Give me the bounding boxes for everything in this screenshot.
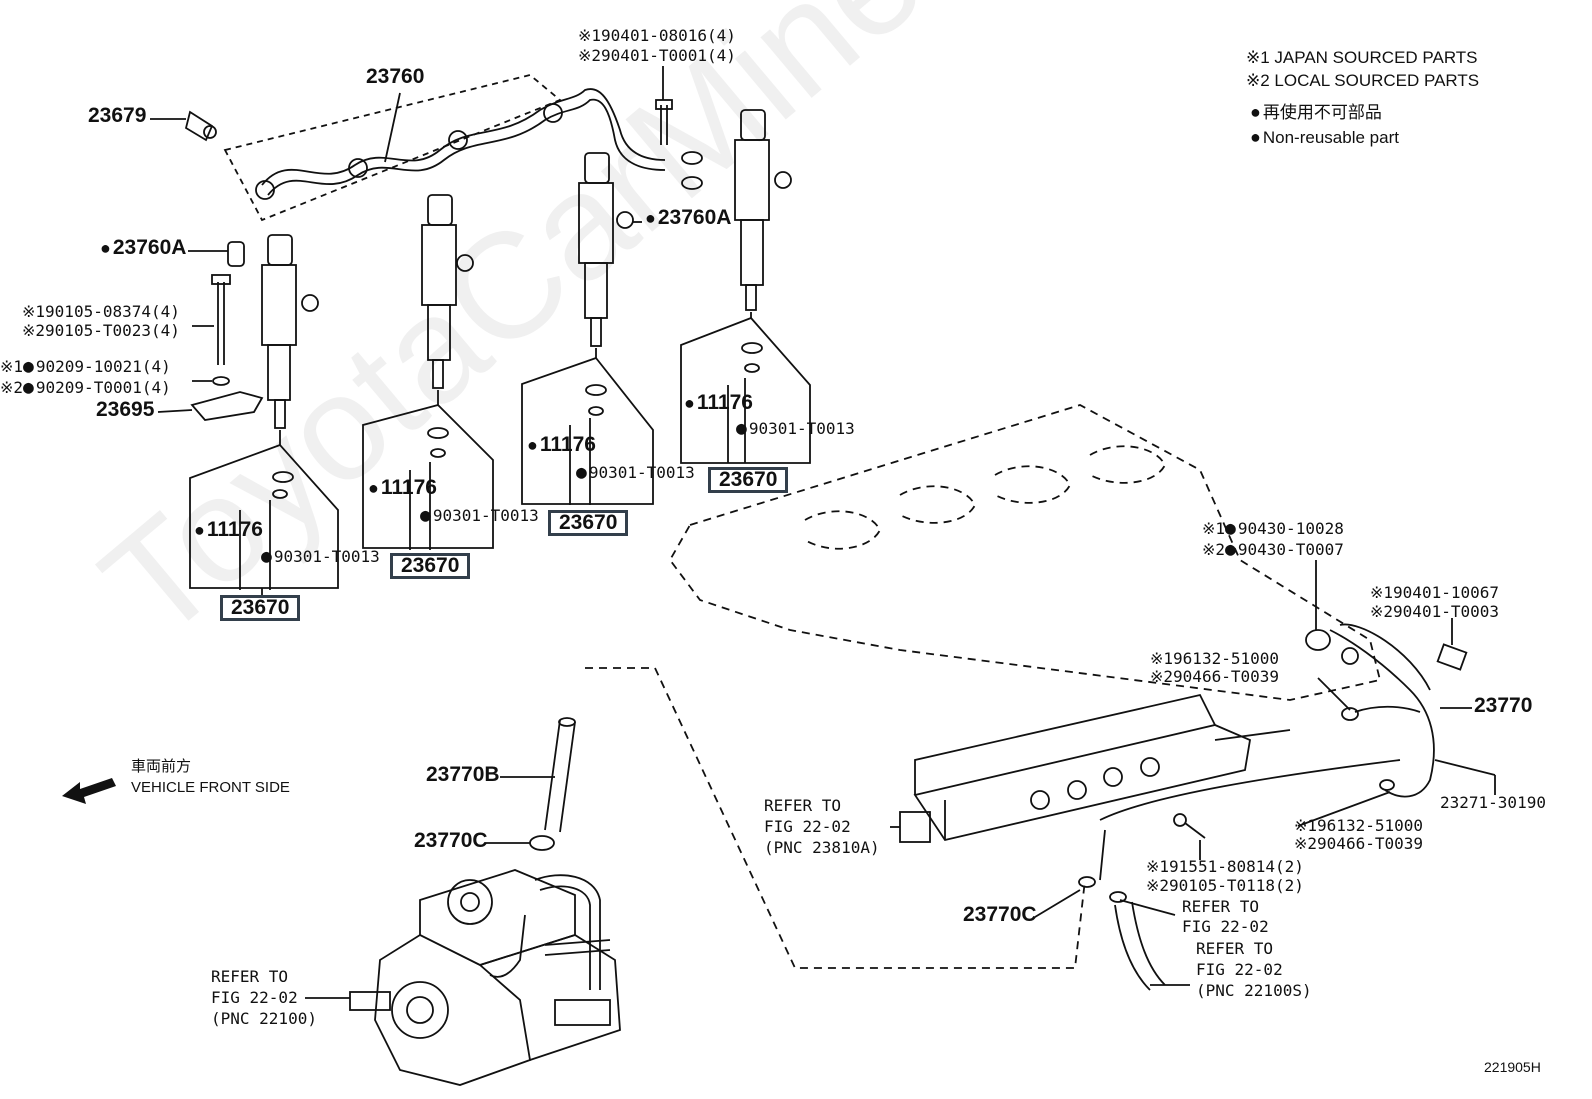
legend-non-reusable-en: Non-reusable part: [1250, 128, 1399, 147]
bolt-rail-local[interactable]: ※290105-T0118(2): [1146, 876, 1304, 895]
union-bolt-japan[interactable]: ※190401-10067: [1370, 583, 1499, 602]
part-23271-30190[interactable]: 23271-30190: [1440, 793, 1546, 812]
part-23695[interactable]: 23695: [96, 398, 155, 421]
part-90301-inj1[interactable]: 90301-T0013: [261, 548, 380, 566]
part-23670-inj2[interactable]: 23670: [390, 553, 471, 579]
refer-hose2-line2[interactable]: FIG 22-02: [1196, 960, 1283, 979]
washer-japan[interactable]: ※190209-10021(4): [0, 357, 171, 376]
part-11176-inj3[interactable]: 11176: [527, 434, 596, 455]
front-direction-arrow: [62, 778, 116, 804]
refer-hose-line1[interactable]: REFER TO: [1182, 897, 1260, 916]
injection-pipe: [261, 88, 666, 186]
clip-lower-japan[interactable]: ※196132-51000: [1294, 816, 1423, 835]
gasket-local-prefix: ※2: [1202, 540, 1226, 559]
bolt-top-japan[interactable]: ※190401-08016(4): [578, 26, 736, 45]
washer-local[interactable]: ※290209-T0001(4): [0, 378, 171, 397]
part-23670-inj4[interactable]: 23670: [708, 467, 789, 493]
part-90301-inj2[interactable]: 90301-T0013: [420, 507, 539, 525]
part-23760a-top[interactable]: 23760A: [645, 207, 732, 228]
part-11176-inj4[interactable]: 11176: [684, 392, 753, 413]
part-23770[interactable]: 23770: [1474, 694, 1533, 717]
part-23670-inj1[interactable]: 23670: [220, 595, 301, 621]
clip-upper-japan[interactable]: ※196132-51000: [1150, 649, 1279, 668]
bolt-left-japan[interactable]: ※190105-08374(4): [22, 302, 180, 321]
gasket-japan-number: 90430-10028: [1225, 519, 1344, 538]
bolt-rail-japan[interactable]: ※191551-80814(2): [1146, 857, 1304, 876]
refer-pump-line1[interactable]: REFER TO: [211, 967, 289, 986]
gasket-japan[interactable]: ※190430-10028: [1202, 519, 1344, 538]
refer-hose2-line3[interactable]: (PNC 22100S): [1196, 981, 1312, 1000]
part-23670-inj3[interactable]: 23670: [548, 510, 629, 536]
part-23770c-upper[interactable]: 23770C: [414, 829, 488, 852]
washer-japan-number: 90209-10021(4): [23, 357, 171, 376]
washer-japan-prefix: ※1: [0, 357, 24, 376]
figure-id: 221905H: [1484, 1059, 1541, 1075]
gasket-local[interactable]: ※290430-T0007: [1202, 540, 1344, 559]
front-side-en: VEHICLE FRONT SIDE: [131, 779, 290, 796]
clip-upper-local[interactable]: ※290466-T0039: [1150, 667, 1279, 686]
part-23770c-lower[interactable]: 23770C: [963, 903, 1037, 926]
refer-pump-line2[interactable]: FIG 22-02: [211, 988, 298, 1007]
clip-lower-local[interactable]: ※290466-T0039: [1294, 834, 1423, 853]
bolt-left-local[interactable]: ※290105-T0023(4): [22, 321, 180, 340]
refer-rail-line3[interactable]: (PNC 23810A): [764, 838, 880, 857]
refer-rail-line1[interactable]: REFER TO: [764, 796, 842, 815]
part-90301-inj3[interactable]: 90301-T0013: [576, 464, 695, 482]
refer-hose-line2[interactable]: FIG 22-02: [1182, 917, 1269, 936]
part-11176-inj1[interactable]: 11176: [194, 519, 263, 540]
part-11176-inj2[interactable]: 11176: [368, 477, 437, 498]
refer-hose2-line1[interactable]: REFER TO: [1196, 939, 1274, 958]
part-23770b[interactable]: 23770B: [426, 763, 500, 786]
refer-pump-line3[interactable]: (PNC 22100): [211, 1009, 317, 1028]
legend-japan-sourced: ※1 JAPAN SOURCED PARTS: [1246, 48, 1478, 67]
part-23760a-left[interactable]: 23760A: [100, 237, 187, 258]
gasket-japan-prefix: ※1: [1202, 519, 1226, 538]
bolt-top-local[interactable]: ※290401-T0001(4): [578, 46, 736, 65]
legend-local-sourced: ※2 LOCAL SOURCED PARTS: [1246, 71, 1480, 90]
part-90301-inj4[interactable]: 90301-T0013: [736, 420, 855, 438]
union-bolt-local[interactable]: ※290401-T0003: [1370, 602, 1499, 621]
washer-local-number: 90209-T0001(4): [23, 378, 171, 397]
part-23679[interactable]: 23679: [88, 104, 147, 127]
refer-rail-line2[interactable]: FIG 22-02: [764, 817, 851, 836]
part-23760[interactable]: 23760: [366, 65, 425, 88]
washer-local-prefix: ※2: [0, 378, 24, 397]
front-side-jp: 車両前方: [131, 758, 192, 775]
gasket-local-number: 90430-T0007: [1225, 540, 1344, 559]
legend-non-reusable-jp: 再使用不可部品: [1250, 103, 1382, 122]
